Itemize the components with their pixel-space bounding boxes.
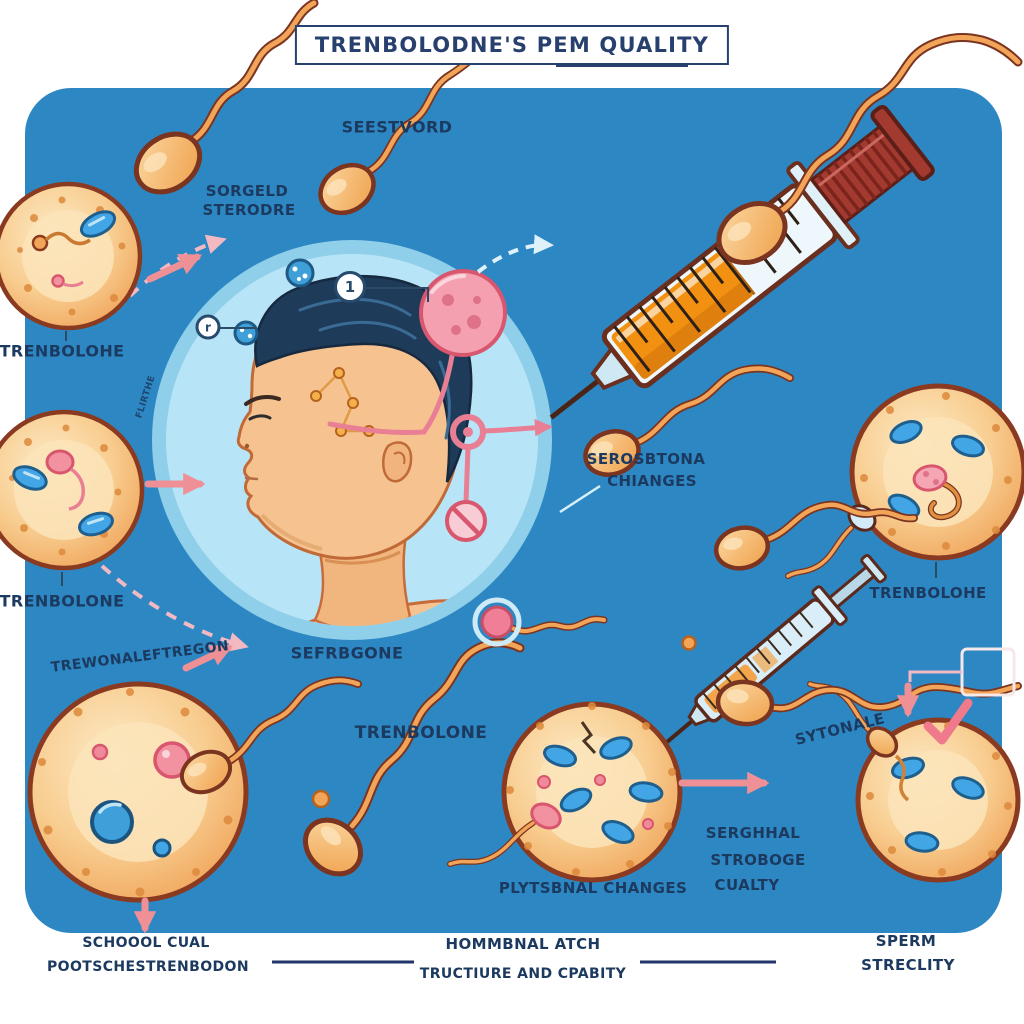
label-sperm-line1: SPERM <box>875 932 937 950</box>
label-school-line1: SCHOOOL CUAL <box>82 935 210 951</box>
checkmark-icon <box>923 698 973 745</box>
flow-arrows <box>133 253 920 934</box>
hormone-cell <box>419 269 507 357</box>
crack-mark <box>580 721 597 755</box>
dashed-arrow-left-bottom <box>100 564 249 652</box>
blue-molecule <box>233 320 259 346</box>
sperm-cell-pink <box>472 597 608 647</box>
label-sefrbgone: SEFRBGONE <box>290 643 404 663</box>
label-hommbnal-atch: HOMMBNAL ATCH <box>445 935 601 953</box>
sperm-cell <box>583 364 794 477</box>
liquid <box>611 252 753 379</box>
thumb-rest <box>870 104 935 181</box>
egg-cell-right-middle <box>785 383 1024 579</box>
label-plytsbnal-changes: PLYTSBNAL CHANGES <box>498 879 688 897</box>
label-serghhal-line1: SERGHHAL <box>705 824 801 842</box>
label-trenbolone-right: TRENBOLOHE <box>869 584 987 602</box>
eye <box>248 414 272 421</box>
dashed-arrow-to-syringe <box>476 234 554 274</box>
molecule-diagram <box>220 258 601 542</box>
neural-pathway <box>310 367 375 437</box>
egg-cell-bottom-right <box>807 681 1021 883</box>
egg-cell-top-left <box>0 181 143 341</box>
title-underline <box>556 63 688 67</box>
eyebrow <box>244 394 281 406</box>
sperm-cell <box>179 676 362 795</box>
label-sorgeld-line1: SORGELD <box>205 182 289 200</box>
label-trenbolone-top-left: TRENBOLOHE <box>0 341 125 361</box>
egg-cell-bottom-left <box>27 681 249 903</box>
sperm-cell <box>716 32 1023 265</box>
label-tructiure-and-cpabity: TRUCTIURE AND CPABITY <box>419 966 627 982</box>
pill-capsule <box>79 210 117 238</box>
label-trenbolone-center: TRENBOLONE <box>354 723 488 743</box>
badge-number-one: 1 <box>334 271 366 303</box>
pill-capsule <box>78 511 114 537</box>
syringe-large <box>549 104 935 420</box>
badge-letter-r: r <box>195 314 221 340</box>
egg-cell-bottom-center <box>447 701 683 883</box>
pill-capsule <box>12 465 48 491</box>
sperm-cell <box>713 500 918 571</box>
callout-box <box>908 647 1016 697</box>
label-serghhal-line3: CUALTY <box>714 876 780 894</box>
label-seestvord: SEESTVORD <box>341 117 453 137</box>
needle <box>549 378 600 420</box>
label-trenbolone-mid-left: TRENBOLONE <box>0 591 125 611</box>
page-title: TRENBOLODNE'S PEM QUALITY <box>294 25 730 65</box>
blue-molecule <box>285 258 315 288</box>
label-sorgeld-line2: STERODRE <box>202 201 296 219</box>
label-serosbtona-line1: SEROSBTONA <box>586 450 706 468</box>
label-serosbtona-line2: CHIANGES <box>607 472 697 490</box>
sperm-cell <box>303 638 525 877</box>
egg-cell-left-middle <box>0 409 145 586</box>
molecule-ring-node <box>450 414 486 450</box>
label-serghhal-line2: STROBOGE <box>710 851 806 869</box>
sperm-cell <box>133 0 319 195</box>
dashed-arrow-left-top <box>114 234 227 312</box>
label-school-line2: POOTSCHESTRENBODON <box>47 959 249 975</box>
bubble <box>311 789 331 809</box>
bubble <box>681 635 697 651</box>
label-sperm-line2: STRECLITY <box>861 956 955 974</box>
